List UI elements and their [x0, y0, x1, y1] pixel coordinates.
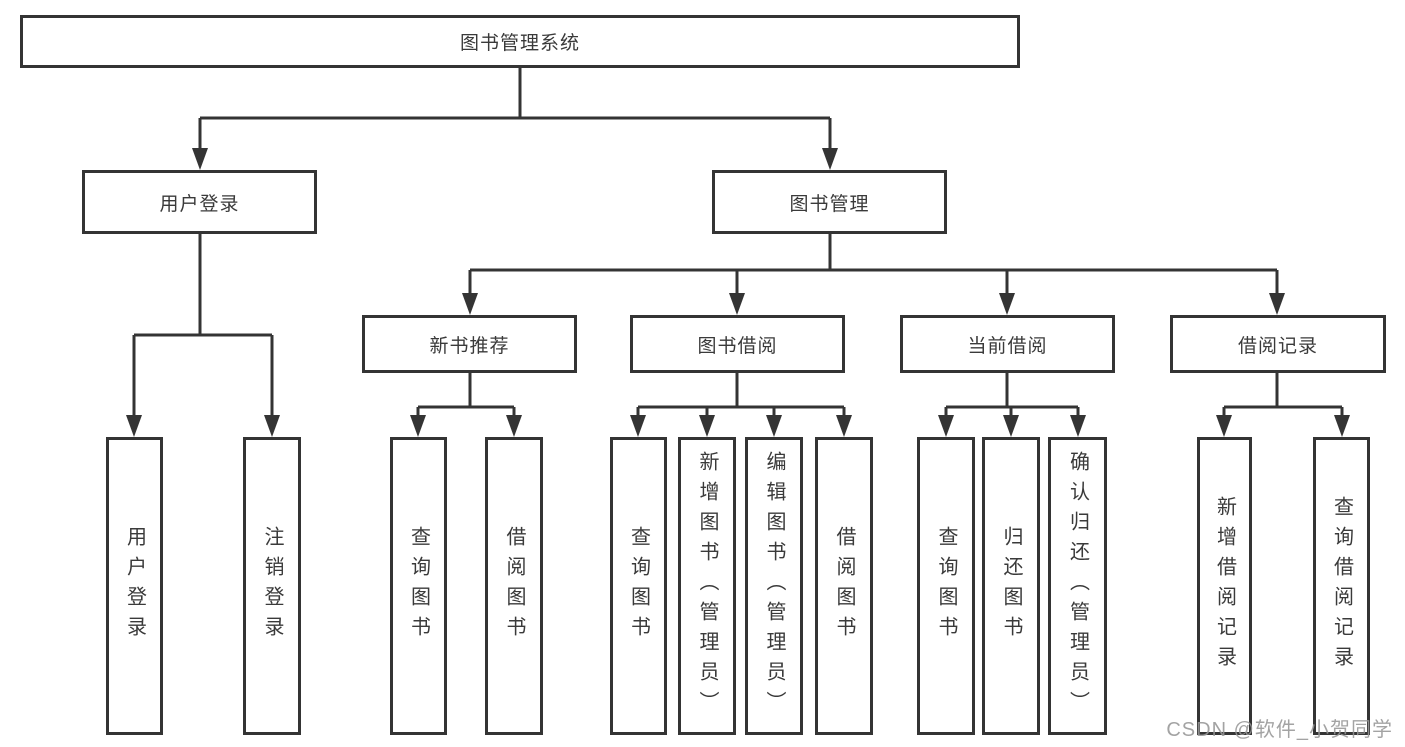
node-user-login-label: 用户登录 — [159, 193, 240, 215]
node-leaf-edit-book-admin: 编辑图书（管理员） — [745, 437, 803, 735]
node-leaf-query-books-current: 查询图书 — [917, 437, 975, 735]
node-leaf-logout: 注销登录 — [243, 437, 301, 735]
node-leaf-query-books-current-label: 查询图书 — [935, 526, 957, 646]
node-leaf-confirm-return-admin: 确认归还（管理员） — [1048, 437, 1107, 735]
node-leaf-add-book-admin: 新增图书（管理员） — [678, 437, 736, 735]
node-leaf-add-borrow-record-label: 新增借阅记录 — [1213, 496, 1236, 676]
node-borrow-records-label: 借阅记录 — [1237, 335, 1318, 357]
node-leaf-add-borrow-record: 新增借阅记录 — [1197, 437, 1252, 735]
node-book-management-label: 图书管理 — [789, 193, 870, 215]
node-current-borrow-label: 当前借阅 — [967, 335, 1048, 357]
node-leaf-user-login: 用户登录 — [106, 437, 163, 735]
node-leaf-query-books-recommend: 查询图书 — [390, 437, 447, 735]
csdn-watermark: CSDN @软件_小贺同学 — [1166, 719, 1393, 741]
node-book-borrow-label: 图书借阅 — [697, 335, 778, 357]
node-leaf-add-book-admin-label: 新增图书（管理员） — [696, 451, 718, 721]
node-leaf-query-books-recommend-label: 查询图书 — [407, 526, 430, 646]
node-library-system: 图书管理系统 — [20, 15, 1020, 68]
node-leaf-borrow-book-recommend: 借阅图书 — [485, 437, 543, 735]
node-new-book-recommend: 新书推荐 — [362, 315, 577, 373]
node-leaf-query-books-borrow-label: 查询图书 — [627, 526, 650, 646]
node-leaf-query-borrow-record-label: 查询借阅记录 — [1330, 496, 1353, 676]
node-book-management: 图书管理 — [712, 170, 947, 234]
node-book-borrow: 图书借阅 — [630, 315, 845, 373]
node-leaf-borrow-book: 借阅图书 — [815, 437, 873, 735]
node-new-book-recommend-label: 新书推荐 — [429, 335, 510, 357]
node-current-borrow: 当前借阅 — [900, 315, 1115, 373]
node-user-login: 用户登录 — [82, 170, 317, 234]
node-leaf-user-login-label: 用户登录 — [123, 526, 146, 646]
node-leaf-borrow-book-recommend-label: 借阅图书 — [503, 526, 525, 646]
node-leaf-borrow-book-label: 借阅图书 — [833, 526, 855, 646]
node-library-system-label: 图书管理系统 — [459, 33, 580, 54]
node-leaf-query-books-borrow: 查询图书 — [610, 437, 667, 735]
node-leaf-confirm-return-admin-label: 确认归还（管理员） — [1066, 451, 1089, 721]
node-leaf-query-borrow-record: 查询借阅记录 — [1313, 437, 1370, 735]
node-leaf-edit-book-admin-label: 编辑图书（管理员） — [763, 451, 785, 721]
node-leaf-logout-label: 注销登录 — [261, 526, 283, 646]
node-borrow-records: 借阅记录 — [1170, 315, 1386, 373]
node-leaf-return-book: 归还图书 — [982, 437, 1040, 735]
node-leaf-return-book-label: 归还图书 — [1000, 526, 1022, 646]
